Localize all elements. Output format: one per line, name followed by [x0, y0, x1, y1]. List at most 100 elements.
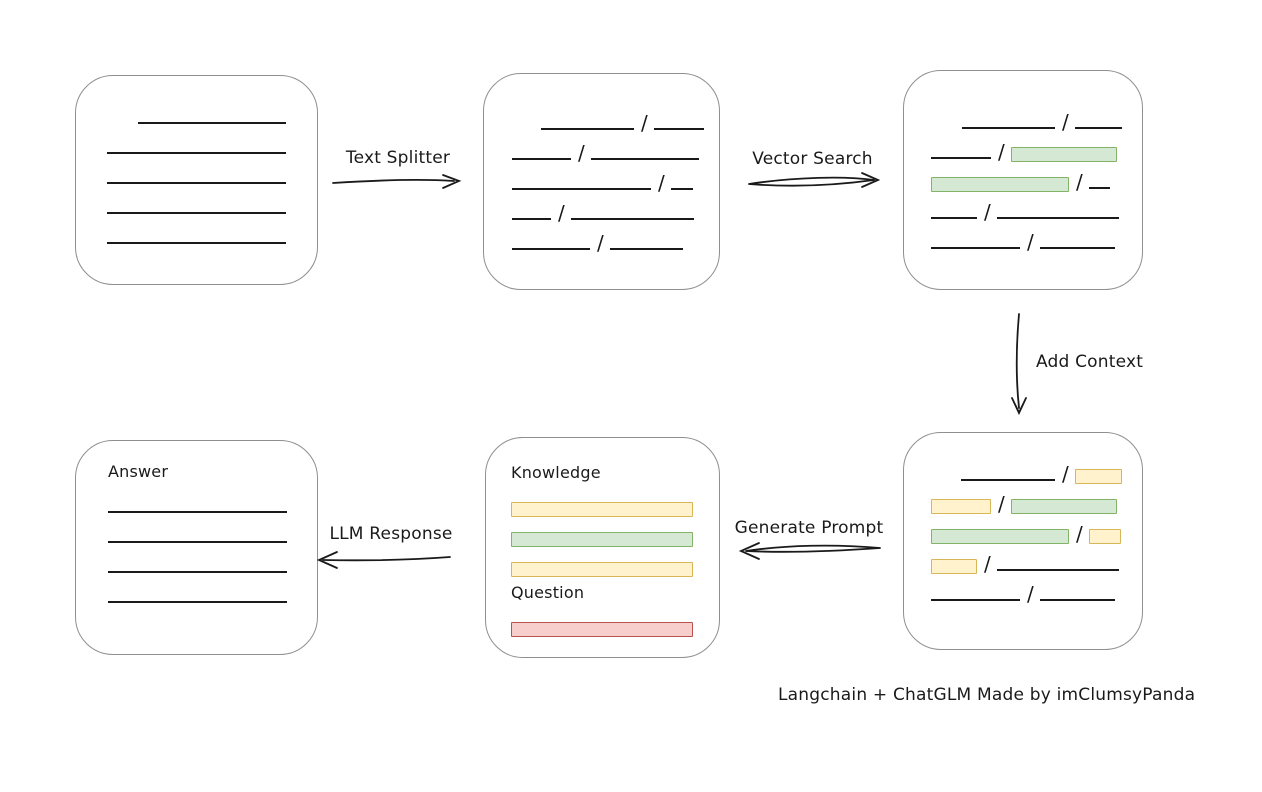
text-line	[108, 511, 287, 513]
green-highlight-bar	[1010, 147, 1117, 162]
add-context-arrow	[1015, 313, 1020, 409]
content-row	[107, 124, 317, 154]
text-line	[670, 188, 693, 190]
vector-search-arrowhead	[861, 172, 881, 188]
text-line	[107, 182, 286, 184]
text-splitter-arrowhead	[442, 174, 462, 189]
content-row	[107, 94, 317, 124]
vector-search-arrow	[748, 176, 875, 187]
slash-separator: /	[1062, 110, 1069, 134]
slash-separator: /	[984, 200, 991, 224]
text-line	[609, 248, 683, 250]
text-line	[1074, 127, 1122, 129]
text-line	[541, 128, 634, 130]
indent-gap	[107, 123, 138, 124]
caption: Langchain + ChatGLM Made by imClumsyPand…	[778, 685, 1196, 705]
content-row: /	[512, 220, 719, 255]
content-row	[107, 154, 317, 184]
yellow-highlight-bar	[511, 562, 693, 577]
slash-separator: /	[998, 492, 1005, 516]
text-line	[962, 127, 1055, 129]
yellow-highlight-bar	[1074, 469, 1122, 484]
content-row	[107, 214, 317, 244]
text-line	[512, 188, 651, 190]
content-row: /	[931, 571, 1142, 606]
text-line	[108, 541, 287, 543]
box-label: Knowledge	[511, 463, 601, 482]
slash-separator: /	[578, 141, 585, 165]
indent-gap	[512, 129, 541, 130]
document-box	[75, 75, 318, 285]
text-line	[931, 247, 1020, 249]
content-row: /	[931, 541, 1142, 576]
answer-box: Answer	[75, 440, 318, 655]
text-line	[108, 571, 287, 573]
content-row	[107, 184, 317, 214]
generate-prompt-arrow	[745, 544, 881, 553]
content-row: /	[512, 130, 719, 165]
generate-prompt-label: Generate Prompt	[734, 518, 884, 538]
content-row	[511, 544, 719, 577]
text-line	[996, 217, 1119, 219]
green-highlight-bar	[511, 532, 693, 547]
content-row: /	[931, 219, 1142, 252]
add-context-arrowhead-inner	[1014, 403, 1024, 414]
text-line	[1039, 247, 1115, 249]
box-label: Question	[511, 583, 585, 602]
content-row: /	[931, 159, 1142, 192]
content-row	[108, 543, 317, 573]
yellow-highlight-bar	[931, 499, 991, 514]
llm-response-arrowhead	[316, 551, 338, 569]
context-box: / / / / /	[903, 432, 1143, 650]
content-row: /	[512, 100, 719, 135]
red-highlight-bar	[511, 622, 693, 637]
text-splitter-arrow	[332, 179, 455, 184]
llm-response-arrow	[322, 556, 451, 562]
content-row	[108, 573, 317, 603]
content-row: /	[931, 189, 1142, 224]
content-row: /	[931, 511, 1142, 546]
content-row	[511, 484, 719, 517]
vector-search-result-box: /////	[903, 70, 1143, 290]
content-row: /	[512, 160, 719, 195]
yellow-highlight-bar	[931, 559, 977, 574]
text-line	[931, 157, 991, 159]
slash-separator: /	[984, 552, 991, 576]
text-line	[931, 217, 977, 219]
box-label: Answer	[108, 462, 169, 481]
text-line	[107, 242, 286, 244]
content-row	[108, 513, 317, 543]
text-line	[512, 248, 590, 250]
text-line	[1039, 599, 1115, 601]
slash-separator: /	[1076, 522, 1083, 546]
add-context-label: Add Context	[1036, 352, 1144, 372]
split-text-box: /////	[483, 73, 720, 290]
slash-separator: /	[658, 171, 665, 195]
content-row: Knowledge	[511, 454, 719, 484]
text-line	[590, 158, 699, 160]
text-line	[108, 601, 287, 603]
content-row: /	[931, 99, 1142, 134]
text-line	[961, 479, 1055, 481]
slash-separator: /	[1062, 462, 1069, 486]
slash-separator: /	[1027, 582, 1034, 606]
content-row	[511, 514, 719, 547]
text-line	[1088, 187, 1110, 189]
llm-response-label: LLM Response	[329, 524, 453, 544]
slash-separator: /	[597, 231, 604, 255]
text-line	[512, 158, 571, 160]
content-row	[511, 604, 719, 637]
content-row: /	[931, 129, 1142, 164]
text-line	[931, 599, 1020, 601]
content-row: /	[931, 481, 1142, 516]
slash-separator: /	[641, 111, 648, 135]
yellow-highlight-bar	[1088, 529, 1121, 544]
slash-separator: /	[998, 140, 1005, 164]
indent-gap	[931, 480, 961, 481]
content-row: Question	[511, 574, 719, 604]
vector-search-label: Vector Search	[752, 149, 873, 169]
generate-prompt-arrowhead	[738, 542, 760, 560]
text-line	[996, 569, 1119, 571]
content-row: /	[931, 451, 1142, 486]
